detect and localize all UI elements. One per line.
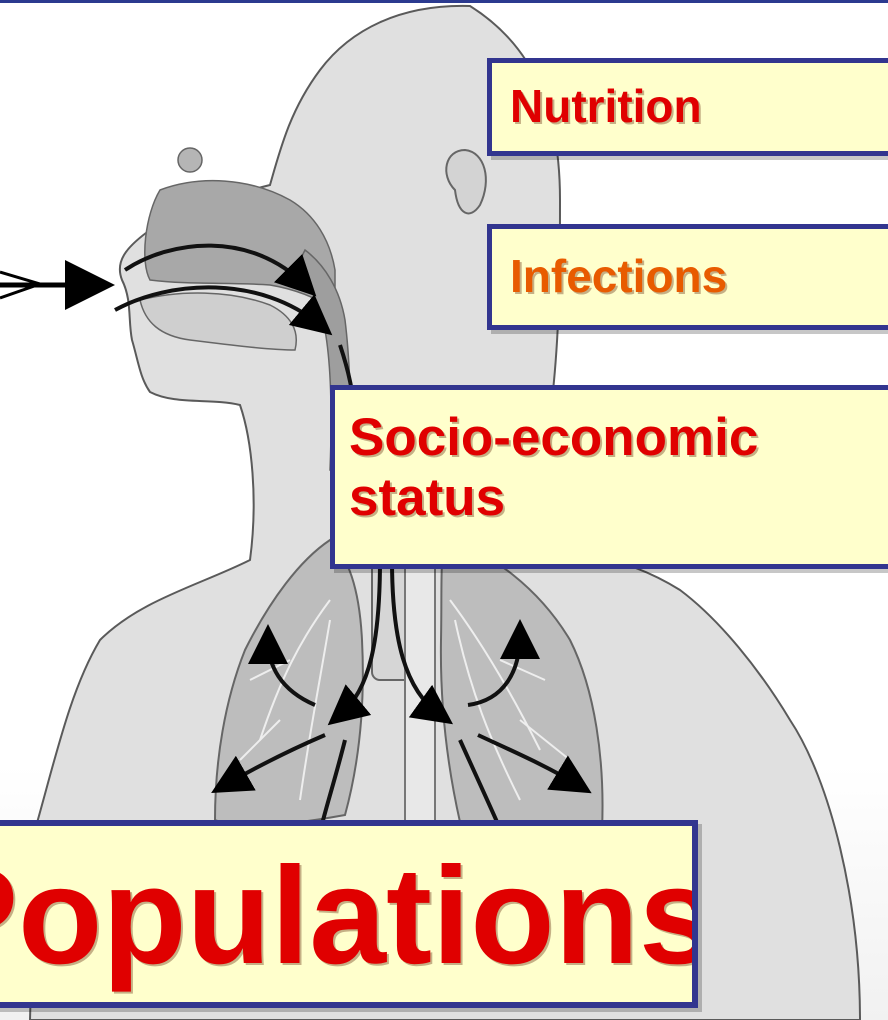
socio-economic-status-label-box: Socio-economic status	[330, 385, 888, 569]
nutrition-label-box: Nutrition	[487, 58, 888, 156]
infections-label: Infections	[510, 249, 888, 303]
populations-label-box: Populations	[0, 820, 698, 1008]
infections-label-box: Infections	[487, 224, 888, 330]
ses-label-line1: Socio-economic	[349, 408, 888, 468]
populations-label: Populations	[0, 836, 692, 996]
ses-label-line2: status	[349, 468, 888, 528]
airflow-arrow-icon	[0, 272, 95, 298]
sinus	[178, 148, 202, 172]
nutrition-label: Nutrition	[510, 79, 888, 133]
esophagus	[405, 520, 435, 850]
